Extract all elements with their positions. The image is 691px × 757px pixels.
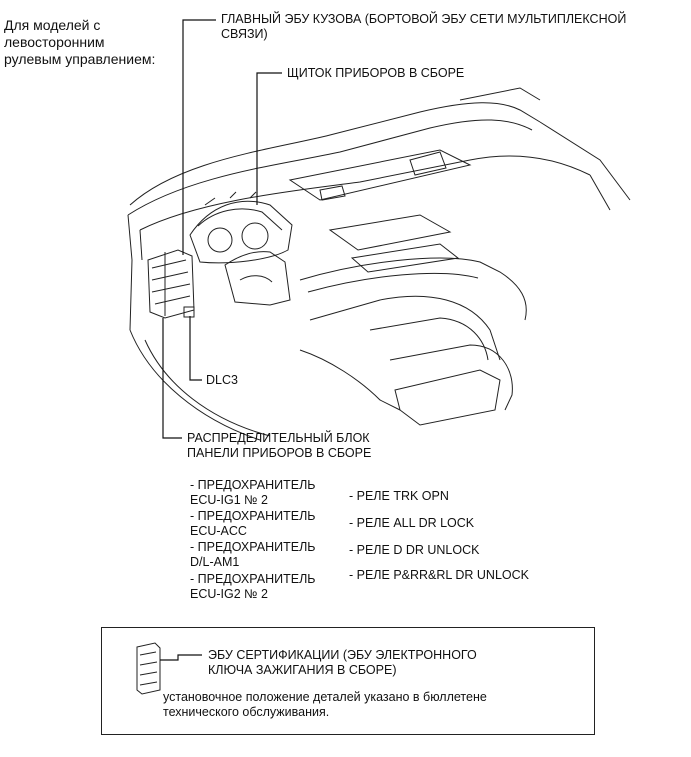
combination-meter-label: ЩИТОК ПРИБОРОВ В СБОРЕ [287,66,465,80]
certification-ecu-label-2: КЛЮЧА ЗАЖИГАНИЯ В СБОРЕ) [208,663,397,677]
relay-4: - РЕЛЕ P&RR&RL DR UNLOCK [349,568,529,582]
fuse-2-line-1: - ПРЕДОХРАНИТЕЛЬ [190,509,316,523]
fuse-3-line-1: - ПРЕДОХРАНИТЕЛЬ [190,540,316,554]
header-note-line-2: левосторонним [4,34,105,50]
main-body-ecu-label-1: ГЛАВНЫЙ ЭБУ КУЗОВА (БОРТОВОЙ ЭБУ СЕТИ МУ… [221,12,627,26]
fuse-4-line-2: ECU-IG2 № 2 [190,587,269,601]
fuse-3-line-2: D/L-AM1 [190,555,240,569]
junction-block-label-1: РАСПРЕДЕЛИТЕЛЬНЫЙ БЛОК [187,431,370,445]
certification-ecu-label-1: ЭБУ СЕРТИФИКАЦИИ (ЭБУ ЭЛЕКТРОННОГО [208,648,477,662]
installation-note-line-2: технического обслуживания. [163,705,330,719]
header-note-line-1: Для моделей с [4,17,101,33]
main-body-ecu-label-2: СВЯЗИ) [221,27,268,41]
fuse-1-line-2: ECU-IG1 № 2 [190,493,269,507]
fuse-1-line-1: - ПРЕДОХРАНИТЕЛЬ [190,478,316,492]
relay-1: - РЕЛЕ TRK OPN [349,489,449,503]
installation-note-line-1: установочное положение деталей указано в… [163,690,487,704]
relay-3: - РЕЛЕ D DR UNLOCK [349,543,480,557]
junction-block-label-2: ПАНЕЛИ ПРИБОРОВ В СБОРЕ [187,446,372,460]
fuse-2-line-2: ECU-ACC [190,524,247,538]
relay-2: - РЕЛЕ ALL DR LOCK [349,516,475,530]
fuse-4-line-1: - ПРЕДОХРАНИТЕЛЬ [190,572,316,586]
header-note-line-3: рулевым управлением: [4,51,156,67]
certification-ecu-box [101,627,595,735]
dlc3-label: DLC3 [206,373,238,387]
